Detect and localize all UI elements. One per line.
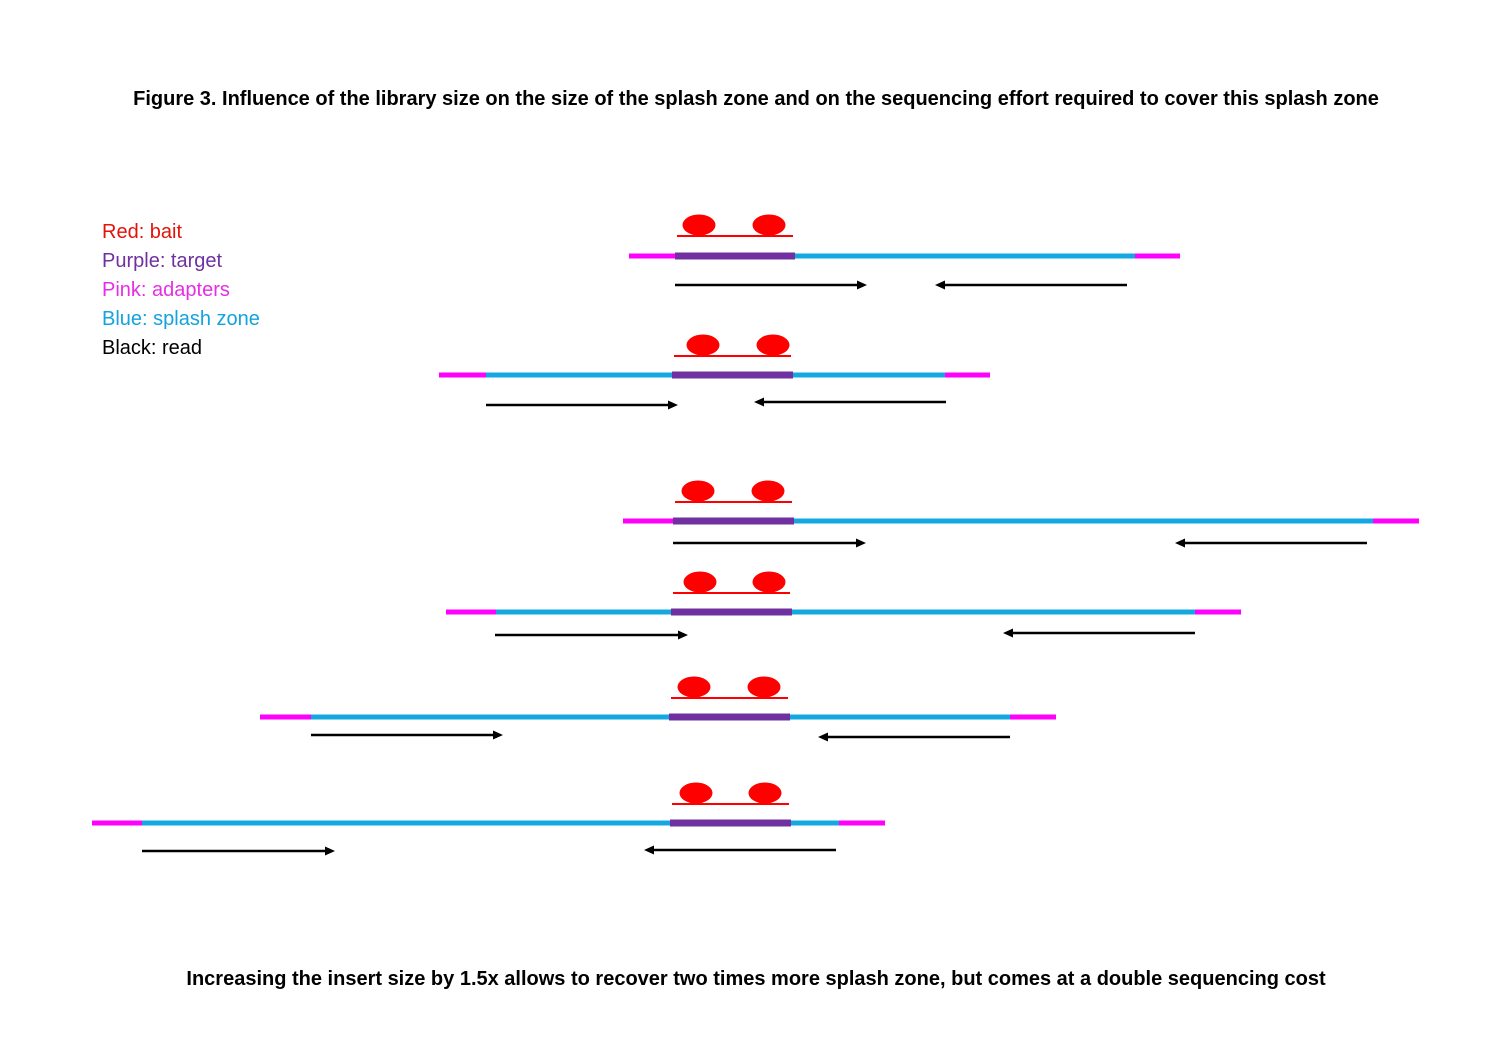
fragment-1-read-reverse-head	[935, 280, 945, 290]
fragment-1-bait-right	[752, 214, 786, 236]
legend-read: Black: read	[102, 337, 203, 359]
fragment-6-bait-left	[679, 782, 713, 804]
fragment-5-bait-left	[677, 676, 711, 698]
fragment-2-read-reverse-head	[754, 397, 764, 407]
fragment-6-read-reverse-head	[644, 845, 654, 855]
fragment-3-read-reverse-head	[1175, 538, 1185, 548]
fragment-4-bait-right	[752, 571, 786, 593]
fragment-3-read-forward-head	[856, 538, 866, 548]
fragment-5-bait-right	[747, 676, 781, 698]
fragment-5-read-reverse-head	[818, 732, 828, 742]
color-legend: Red: bait Purple: target Pink: adapters …	[102, 218, 260, 363]
fragment-2-bait-right	[756, 334, 790, 356]
legend-adapters: Pink: adapters	[102, 279, 230, 301]
legend-bait: Red: bait	[102, 221, 183, 243]
fragment-1-read-forward-head	[857, 280, 867, 290]
fragment-6-read-forward-head	[325, 846, 335, 856]
fragment-4-bait-left	[683, 571, 717, 593]
fragment-5-read-forward-head	[493, 730, 503, 740]
legend-target: Purple: target	[102, 250, 223, 272]
fragment-2-bait-left	[686, 334, 720, 356]
fragment-3-bait-right	[751, 480, 785, 502]
fragment-2-read-forward-head	[668, 400, 678, 410]
figure-title: Figure 3. Influence of the library size …	[133, 88, 1379, 110]
fragment-4-read-reverse-head	[1003, 628, 1013, 638]
fragment-6-bait-right	[748, 782, 782, 804]
fragment-3-bait-left	[681, 480, 715, 502]
legend-splash-zone: Blue: splash zone	[102, 308, 260, 330]
fragment-1-bait-left	[682, 214, 716, 236]
figure-caption: Increasing the insert size by 1.5x allow…	[186, 968, 1326, 990]
fragment-4-read-forward-head	[678, 630, 688, 640]
